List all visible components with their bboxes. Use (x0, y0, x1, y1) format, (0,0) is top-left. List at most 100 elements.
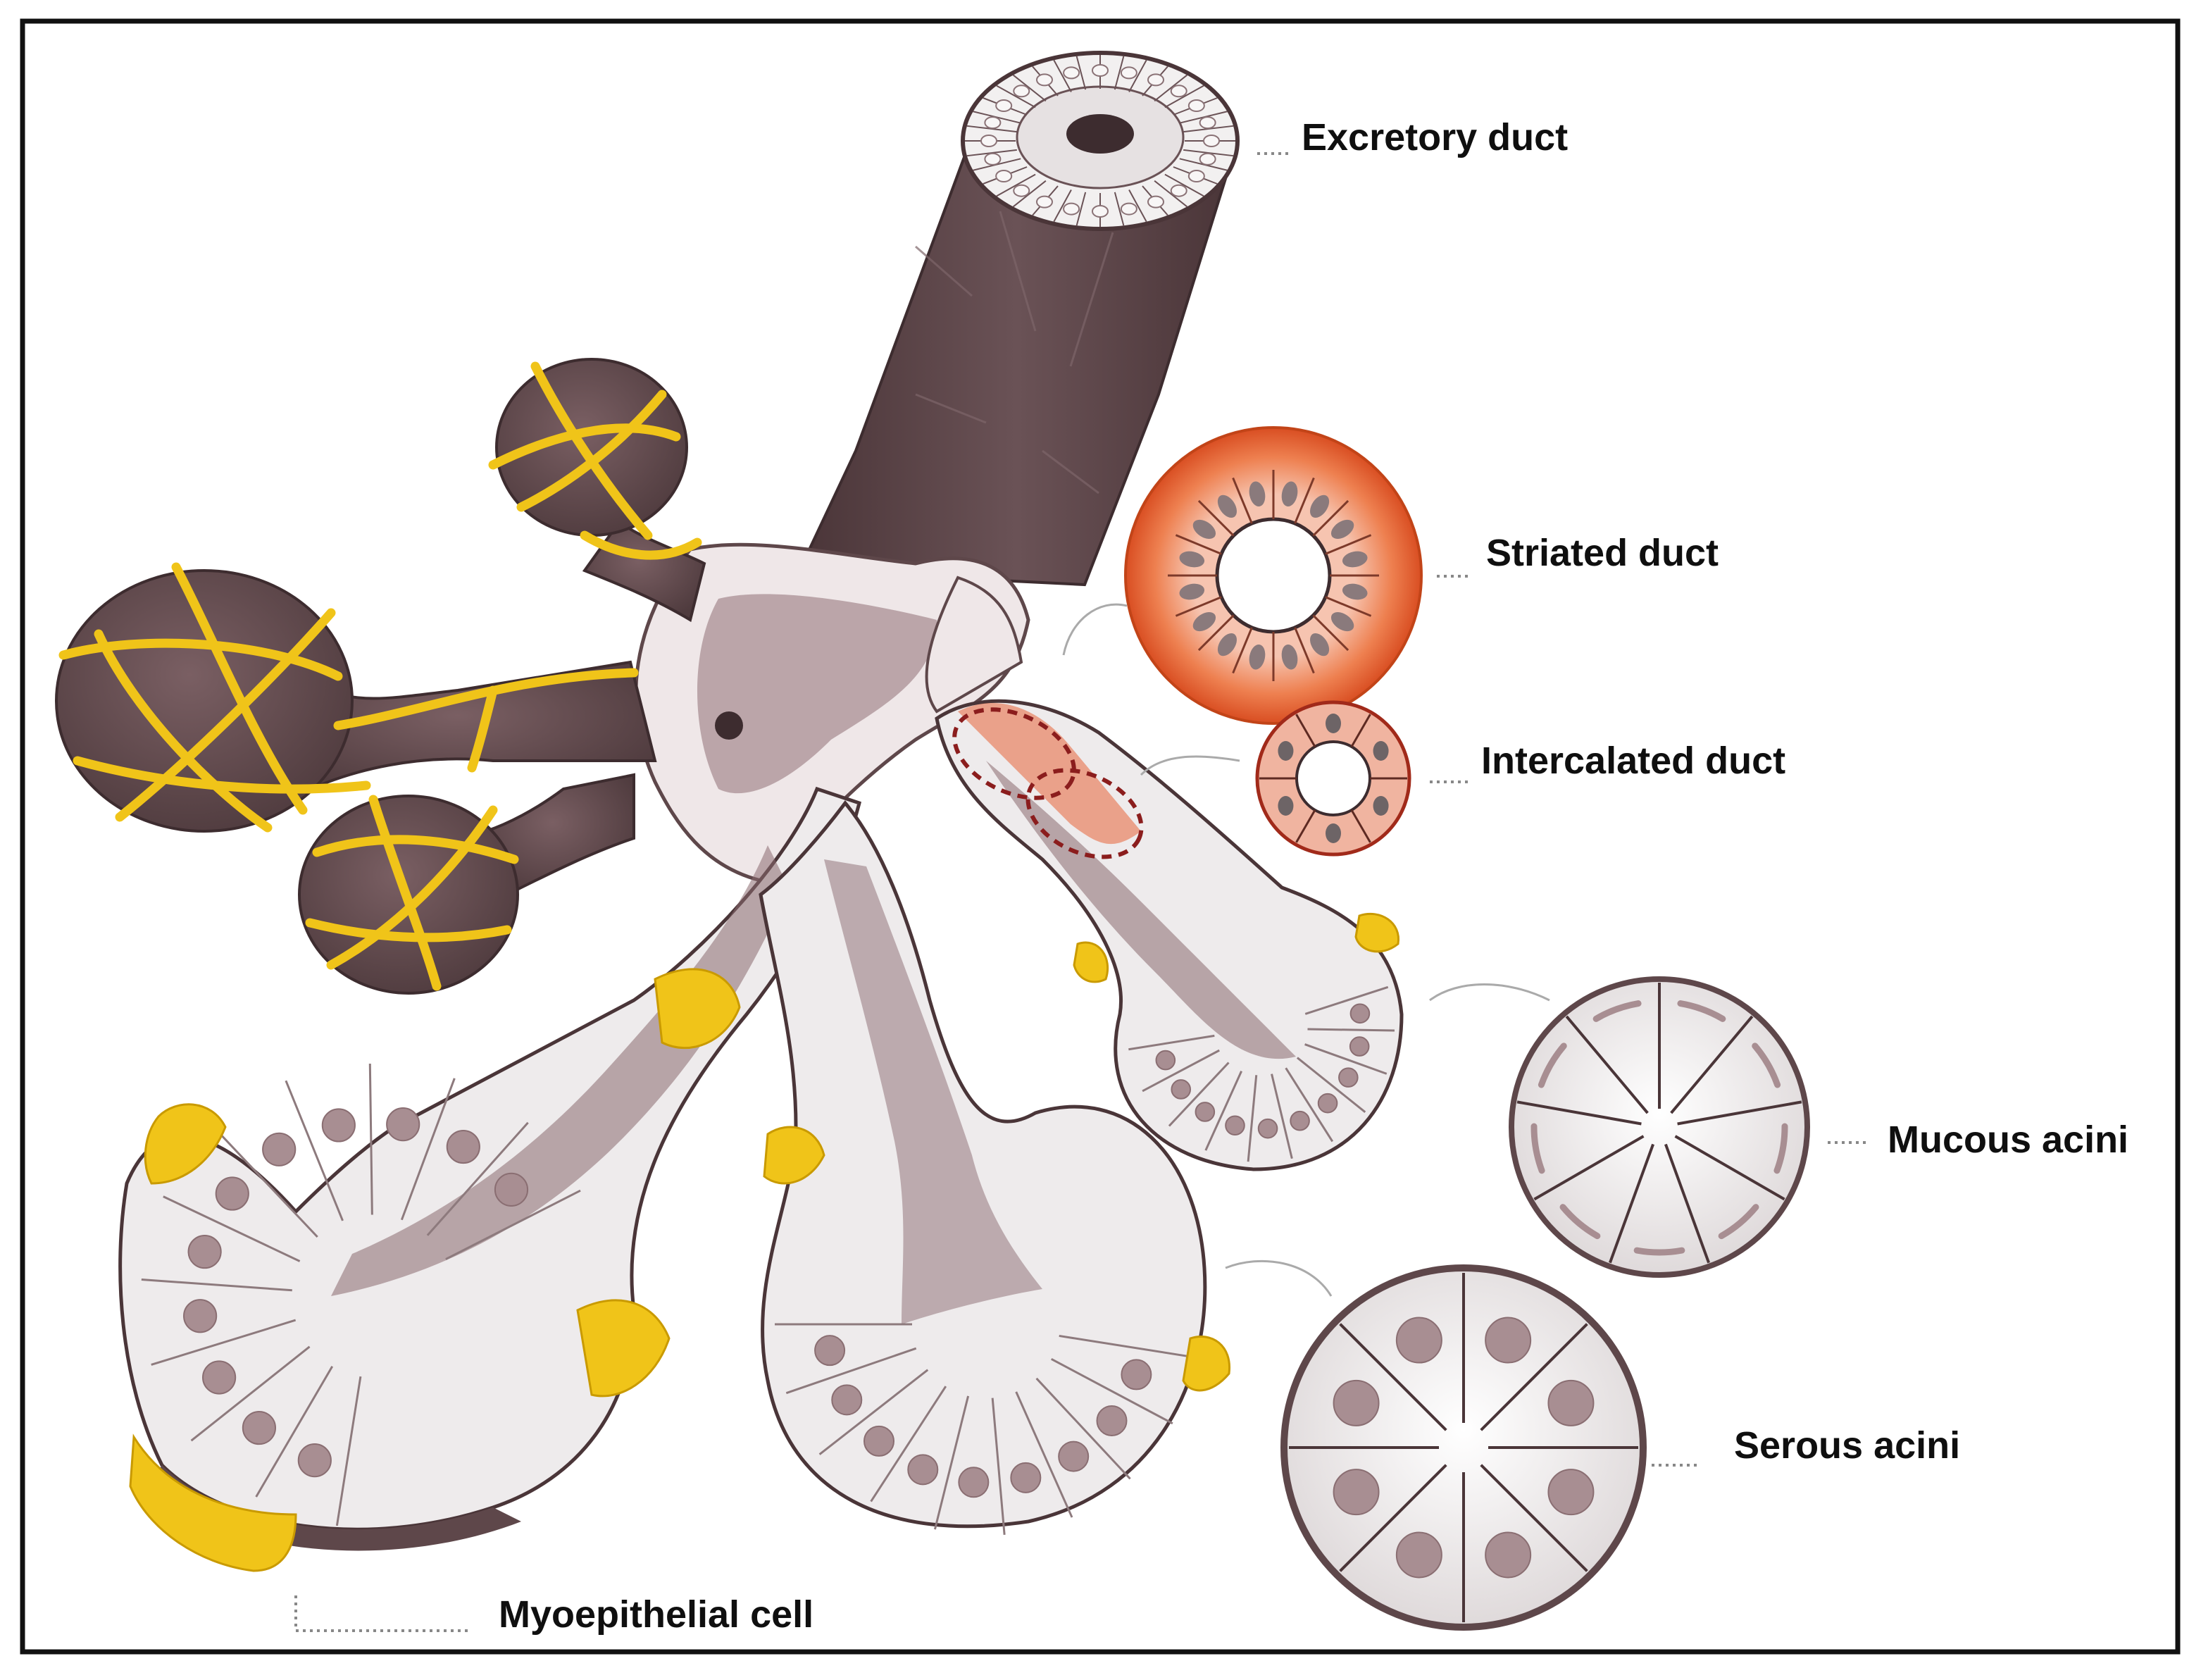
acinar-nucleus (1349, 1003, 1371, 1024)
excretory-cell (1147, 73, 1164, 87)
acinar-nucleus (1195, 1102, 1216, 1122)
acinar-nucleus (202, 1360, 237, 1395)
acinar-cell-wall (285, 1080, 344, 1221)
mucous-cell-wall (1565, 1015, 1649, 1114)
serous-cell-wall (1339, 1323, 1447, 1431)
acinar-nucleus (321, 1108, 356, 1143)
intercalated-cell-wall (1350, 714, 1371, 747)
intercalated-nucleus (1326, 714, 1341, 733)
excretory-cell-wall (996, 173, 1036, 197)
striated-nucleus (1179, 583, 1205, 600)
serous-nucleus (1333, 1379, 1380, 1426)
acinar-cell-wall (933, 1395, 970, 1530)
excretory-cell (995, 170, 1013, 182)
striated-nucleus (1217, 633, 1237, 657)
excretory-cell (1187, 99, 1205, 112)
striated-duct-cross-section (1124, 426, 1423, 725)
acinar-cell-wall (818, 1369, 929, 1455)
acinar-nucleus (446, 1129, 480, 1164)
mucous-cell-wall (1516, 1100, 1642, 1126)
excretory-cell-wall (1053, 189, 1072, 223)
excretory-cell (995, 99, 1013, 112)
acinar-cell-wall (1307, 1028, 1395, 1032)
right-duct-branch (935, 699, 1404, 1171)
acinar-nucleus (1171, 1079, 1192, 1100)
acinar-nucleus (1121, 1359, 1152, 1390)
serous-nucleus (1547, 1379, 1595, 1426)
intercalated-nucleus (1373, 796, 1389, 816)
acinar-cell-wall (255, 1365, 334, 1498)
mucous-cell-wall (1670, 1015, 1754, 1114)
acinar-nucleus (297, 1443, 332, 1478)
excretory-cell (1092, 205, 1109, 218)
serous-nucleus (1547, 1469, 1595, 1516)
label-striated-duct: Striated duct (1486, 532, 1719, 574)
striated-nucleus (1342, 583, 1368, 600)
mucous-cell-wall (1609, 1143, 1654, 1264)
mucous-nucleus (1752, 1043, 1781, 1088)
intercalated-nucleus (1278, 796, 1294, 816)
mucous-cell-wall (1674, 1135, 1785, 1201)
excretory-duct-cells (965, 55, 1235, 227)
excretory-cell (1187, 170, 1205, 182)
acinar-cell-wall (151, 1319, 297, 1366)
intercalated-cell-wall (1350, 809, 1371, 843)
excretory-cell (1092, 64, 1109, 77)
myoepithelial-bands-left (58, 361, 702, 991)
striated-cell-wall (1312, 499, 1349, 537)
excretory-cell (1120, 202, 1137, 216)
excretory-cell (1147, 195, 1164, 209)
serous-acinus-middle-cells (775, 1323, 1195, 1535)
excretory-cell-wall (1164, 85, 1204, 108)
right-branch-cells (1128, 985, 1395, 1162)
mucous-acini-cross-section (1509, 976, 1810, 1278)
central-duct-hub (634, 542, 1030, 883)
acinar-cell-wall (163, 1195, 301, 1262)
striated-cell-wall (1232, 627, 1253, 674)
intercalated-nucleus (1326, 823, 1341, 843)
excretory-cell-wall (1075, 192, 1087, 226)
acinar-nucleus (494, 1172, 529, 1207)
acinar-cell-wall (1051, 1357, 1173, 1425)
label-myoepithelial-cell: Myoepithelial cell (499, 1593, 814, 1636)
label-serous-acini: Serous acini (1734, 1424, 1961, 1467)
acinar-nucleus (1096, 1405, 1128, 1436)
serous-acinus-left-cells (141, 1064, 581, 1526)
mucous-cell-wall (1533, 1135, 1645, 1201)
mucous-nucleus (1633, 1247, 1685, 1256)
excretory-cell (1063, 202, 1080, 216)
acinar-cell-wall (400, 1078, 456, 1221)
striated-cell-wall (1294, 477, 1315, 524)
mucous-nucleus (1530, 1123, 1545, 1174)
excretory-duct (797, 51, 1240, 587)
acinar-cell-wall (1035, 1377, 1131, 1480)
acinar-cell-wall (213, 1126, 318, 1238)
excretory-cell-wall (1075, 56, 1087, 90)
striated-nucleus (1192, 612, 1216, 632)
acinar-nucleus (183, 1299, 218, 1333)
serous-nucleus (1485, 1317, 1532, 1364)
excretory-cell-wall (1114, 192, 1125, 226)
excretory-cell (1199, 152, 1216, 166)
mucous-nucleus (1538, 1043, 1567, 1088)
label-excretory-duct: Excretory duct (1302, 116, 1569, 158)
striated-cell-wall (1175, 534, 1222, 555)
excretory-cell (1036, 73, 1053, 87)
excretory-cell (1170, 184, 1187, 197)
striated-cell-wall (1197, 499, 1235, 537)
excretory-cell (984, 116, 1002, 130)
striated-cell-wall (1232, 477, 1253, 524)
acinar-cell-wall (1304, 1043, 1388, 1075)
excretory-cell (980, 135, 997, 147)
excretory-cell-wall (1154, 74, 1188, 102)
label-mucous-acini: Mucous acini (1888, 1119, 2129, 1161)
excretory-cell (1199, 116, 1216, 130)
excretory-cell-wall (1164, 173, 1204, 197)
mucous-nucleus (1559, 1204, 1601, 1240)
striated-nucleus (1217, 494, 1237, 518)
striated-nucleus (1192, 519, 1216, 539)
acinar-cell-wall (991, 1398, 1006, 1535)
striated-nucleus (1249, 644, 1266, 670)
excretory-cell-wall (1012, 180, 1047, 208)
